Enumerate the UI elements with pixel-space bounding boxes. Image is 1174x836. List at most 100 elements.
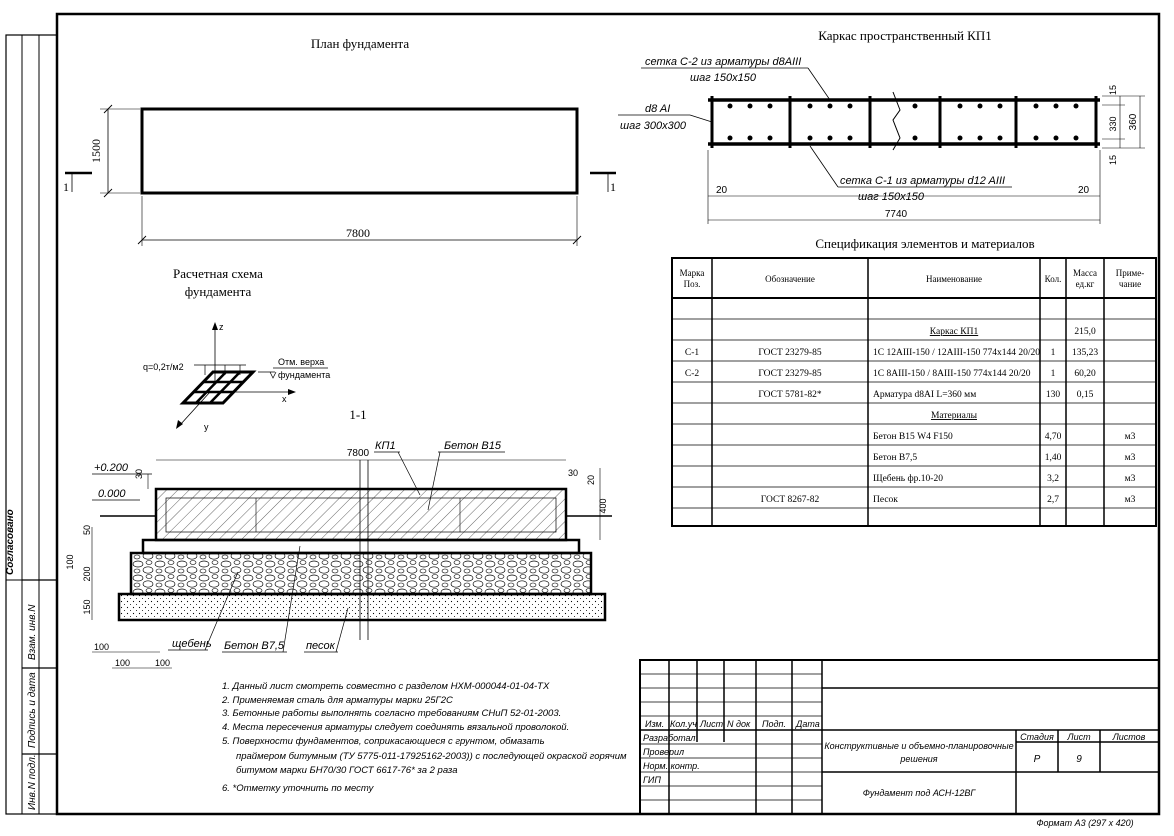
spec-cell-name: Каркас КП1 [930,327,979,337]
spec-cell-qty: 1 [1051,348,1056,358]
spec-table: Спецификация элементов и материалов Марк… [671,236,1157,527]
axis-z-label: z [219,322,224,332]
spec-title: Спецификация элементов и материалов [815,236,1034,251]
spec-cell-note: м3 [1125,453,1136,463]
side-inv-replace: Взам. инв.N [27,604,38,660]
note-line: 6. *Отметку уточнить по месту [222,783,375,794]
stamp-sheet-label: Лист [1066,732,1091,742]
stamp-col-doc: N док [727,719,751,729]
stamp-row-razrab: Разработал [643,733,695,743]
stamp-sheets-label: Листов [1112,732,1146,742]
section-b100-1: 100 [94,642,109,652]
spec-cell-doc: ГОСТ 8267-82 [761,495,820,505]
side-stamp: Согласовано Взам. инв.N Подпись и дата И… [5,34,58,815]
scheme-title-1: Расчетная схема [173,266,263,281]
scheme-title-2: фундамента [185,284,252,299]
spec-cell-name: Бетон В7,5 [873,453,917,463]
note-line: битумом марки БН70/30 ГОСТ 6617-76* за 2… [236,765,458,776]
stamp-row-gip: ГИП [643,775,661,785]
section-concrete-b75: Бетон В7,5 [224,640,285,652]
spec-header-2: Наименование [926,274,982,284]
sand-layer [117,592,607,622]
spec-cell-name: 1С 12АIII-150 / 12АIII-150 774х144 20/20 [873,348,1040,358]
spec-cell-qty: 3,2 [1047,474,1059,484]
spec-header-5: Приме- [1116,268,1145,278]
stamp-col-date: Дата [795,719,820,729]
cage-label-top-2: шаг 150х150 [690,72,757,84]
note-line: 2. Применяемая сталь для арматуры марки … [221,695,453,706]
section-d30-top: 30 [134,469,144,479]
cage-label-top-1: сетка С-2 из арматуры d8AIII [645,56,801,68]
notes: 1. Данный лист смотреть совместно с разд… [221,681,627,794]
spec-cell-name: 1С 8АIII-150 / 8АIII-150 774х144 20/20 [873,369,1031,379]
lean-concrete-layer [141,538,581,555]
gravel-layer [129,551,593,596]
spec-cell-mass: 0,15 [1077,390,1094,400]
stamp-title-2: решения [899,754,937,764]
spec-header-0: Поз. [684,279,701,289]
stamp-row-prov: Проверил [643,747,684,757]
section-d100: 100 [65,554,75,569]
spec-header-4: ед.кг [1076,279,1095,289]
spec-cell-doc: ГОСТ 5781-82* [758,390,821,400]
format-label: Формат А3 (297 x 420) [1036,818,1133,828]
cage-label-left-1: d8 AI [645,103,670,115]
section-width-dim: 7800 [347,448,370,459]
section-d400: 400 [598,498,608,513]
foundation-slab [154,487,568,542]
spec-cell-note: м3 [1125,474,1136,484]
cage-label-bottom-2: шаг 150х150 [858,191,925,203]
spec-cell-name: Материалы [931,411,978,421]
spec-cell-name: Бетон В15 W4 F150 [873,432,953,442]
cage-dim-r3: 15 [1108,155,1118,165]
section-d50: 50 [82,525,92,535]
section-d30-right: 30 [568,468,578,478]
spec-cell-qty: 4,70 [1045,432,1062,442]
spec-cell-qty: 1 [1051,369,1056,379]
cage-dim-r-total: 360 [1128,113,1139,130]
section-b100-2: 100 [115,658,130,668]
spec-cell-qty: 130 [1046,390,1061,400]
section-concrete: Бетон В15 [444,440,502,452]
axis-y-label: y [204,422,209,432]
spec-cell-note: м3 [1125,432,1136,442]
section-elev-top: +0.200 [94,462,129,474]
cage-label-left-2: шаг 300х300 [620,120,687,132]
section-1-1: 1-1 +0.200 0.000 7800 30 30 20 400 50 10… [65,407,612,669]
cage-label-bottom-1: сетка С-1 из арматуры d12 AIII [840,175,1005,187]
spec-cell-doc: ГОСТ 23279-85 [758,369,821,379]
spec-cell-mass: 215,0 [1074,327,1096,337]
spec-header-4: Масса [1073,268,1097,278]
cage-dim-total: 7740 [885,209,908,220]
spec-cell-name: Щебень фр.10-20 [873,473,943,484]
section-d20: 20 [586,475,596,485]
foundation-plan: План фундамента 1500 7800 1 1 [63,36,616,246]
section-d200: 200 [82,566,92,581]
section-b100-3: 100 [155,658,170,668]
plan-cut-left: 1 [63,180,69,194]
scheme-load: q=0,2т/м2 [143,362,184,372]
plan-cut-right: 1 [610,180,616,194]
section-gravel: щебень [172,638,212,650]
section-elev-zero: 0.000 [98,488,126,500]
section-d150: 150 [82,599,92,614]
stamp-col-sign: Подп. [762,719,786,729]
note-line: 5. Поверхности фундаментов, соприкасающи… [222,736,545,747]
plan-height-dim: 1500 [89,139,103,163]
scheme-mark-1: Отм. верха [278,357,324,367]
cage-dim-r1: 15 [1108,85,1118,95]
spec-cell-name: Песок [873,495,898,505]
spec-header-1: Обозначение [765,274,815,284]
note-line: 4. Места пересечения арматуры следует со… [222,722,569,733]
spec-cell-note: м3 [1125,495,1136,505]
spec-header-5: чание [1119,279,1141,289]
stamp-sheet: 9 [1076,754,1082,765]
stamp-col-list: Лист [699,719,724,729]
spec-cell-name: Арматура d8AI L=360 мм [873,390,976,400]
design-scheme: Расчетная схема фундамента z x y q=0,2т/… [143,266,330,432]
spec-cell-mass: 60,20 [1074,369,1096,379]
note-line: 3. Бетонные работы выполнять согласно тр… [222,708,561,719]
side-sign-date: Подпись и дата [27,672,38,748]
stamp-drawing: Фундамент под АСН-12ВГ [863,788,977,798]
